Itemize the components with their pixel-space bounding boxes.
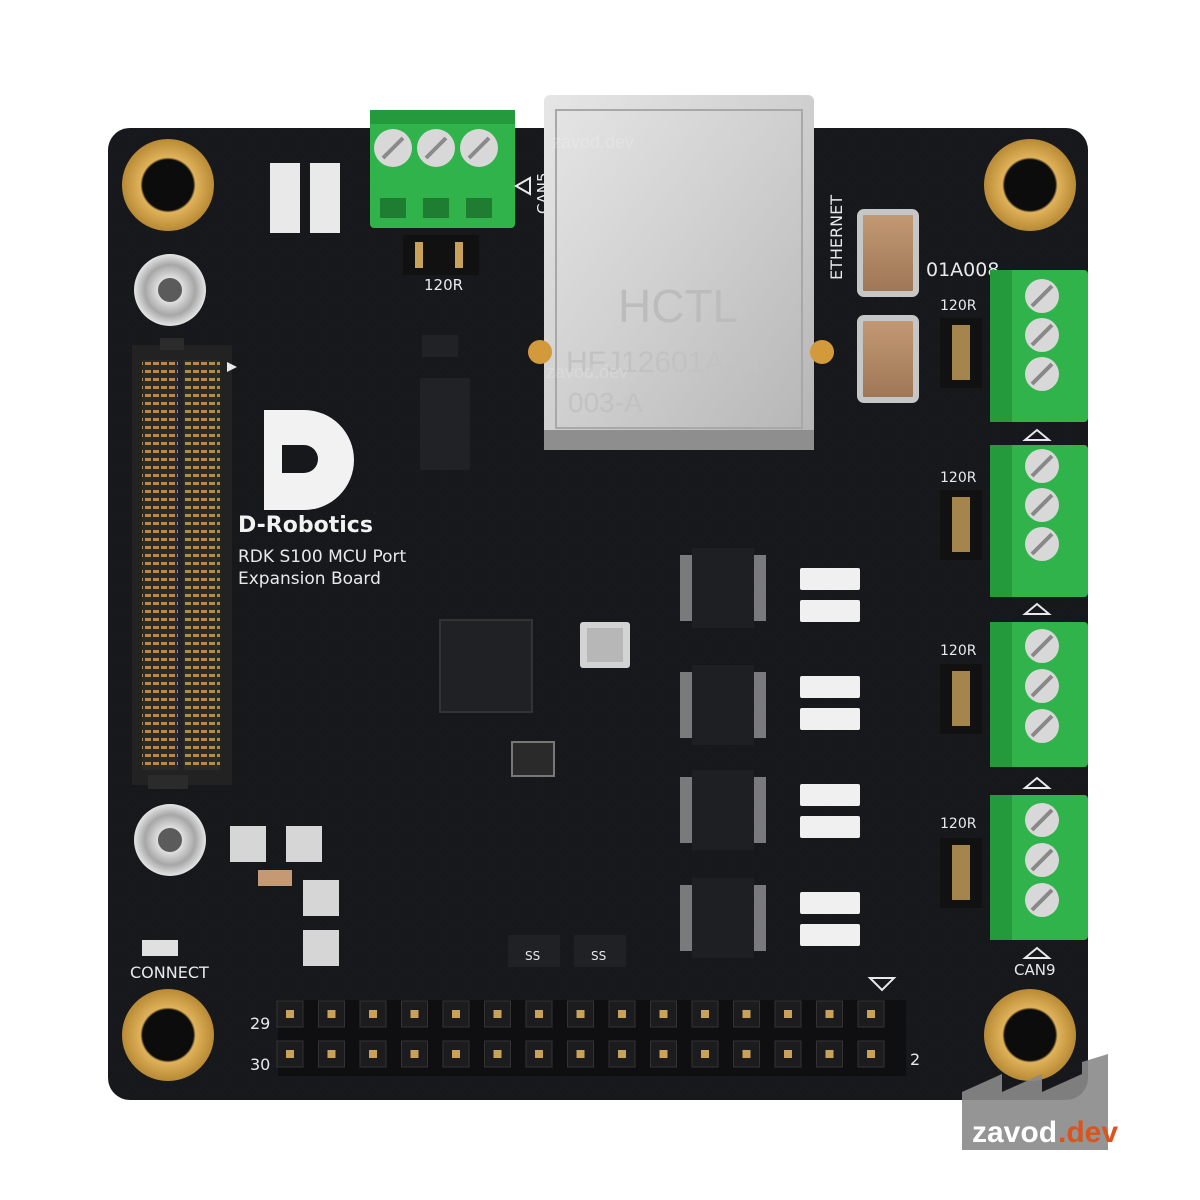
can5-terminal [370, 110, 531, 228]
rj45-suffix: 003-A [568, 387, 643, 418]
pin-header [276, 1000, 906, 1076]
resistor-label-can5: 120R [424, 276, 463, 294]
mcu-area [420, 335, 630, 777]
board-connector [132, 338, 237, 789]
pin-label-29: 29 [250, 1014, 270, 1033]
rj45-brand: HCTL [618, 280, 738, 332]
regulator-label-1: SS [525, 949, 540, 963]
pcb-body [108, 128, 1088, 1100]
resistor-label-4: 120R [940, 816, 977, 832]
regulators [508, 935, 626, 967]
product-title-line1: RDK S100 MCU Port [238, 547, 407, 567]
right-terminals [940, 270, 1088, 959]
watermark-text-1: zavod.dev [552, 132, 634, 152]
pin-label-2: 2 [910, 1050, 920, 1069]
connect-label: CONNECT [130, 963, 209, 982]
watermark-logo-suffix: .dev [1058, 1116, 1118, 1149]
resistor-label-1: 120R [940, 298, 977, 314]
revision-label: 01A008 [926, 259, 999, 281]
regulator-label-2: SS [591, 949, 606, 963]
rj45-part: HFJ12601A-M [566, 346, 759, 379]
resistor-label-2: 120R [940, 470, 977, 486]
brand-logo-icon [264, 410, 354, 510]
mounting-holes [122, 139, 1076, 1081]
resistor-label-3: 120R [940, 643, 977, 659]
watermark-text-2: zavod.dev [546, 362, 628, 382]
brand-name: D-Robotics [238, 513, 373, 538]
ethernet-jack [528, 95, 834, 450]
watermark-logo-prefix: zavod [972, 1116, 1057, 1149]
can-transceivers [680, 548, 766, 958]
standoffs [134, 254, 206, 876]
product-title-line2: Expansion Board [238, 569, 381, 589]
passive-components [142, 163, 860, 966]
jumper-can5 [403, 235, 479, 275]
ethernet-label: ETHERNET [827, 195, 846, 280]
pin-label-30: 30 [250, 1055, 270, 1074]
can9-label: CAN9 [1014, 961, 1056, 979]
watermark-logo-icon [962, 1054, 1142, 1150]
bulk-capacitors [857, 209, 919, 403]
